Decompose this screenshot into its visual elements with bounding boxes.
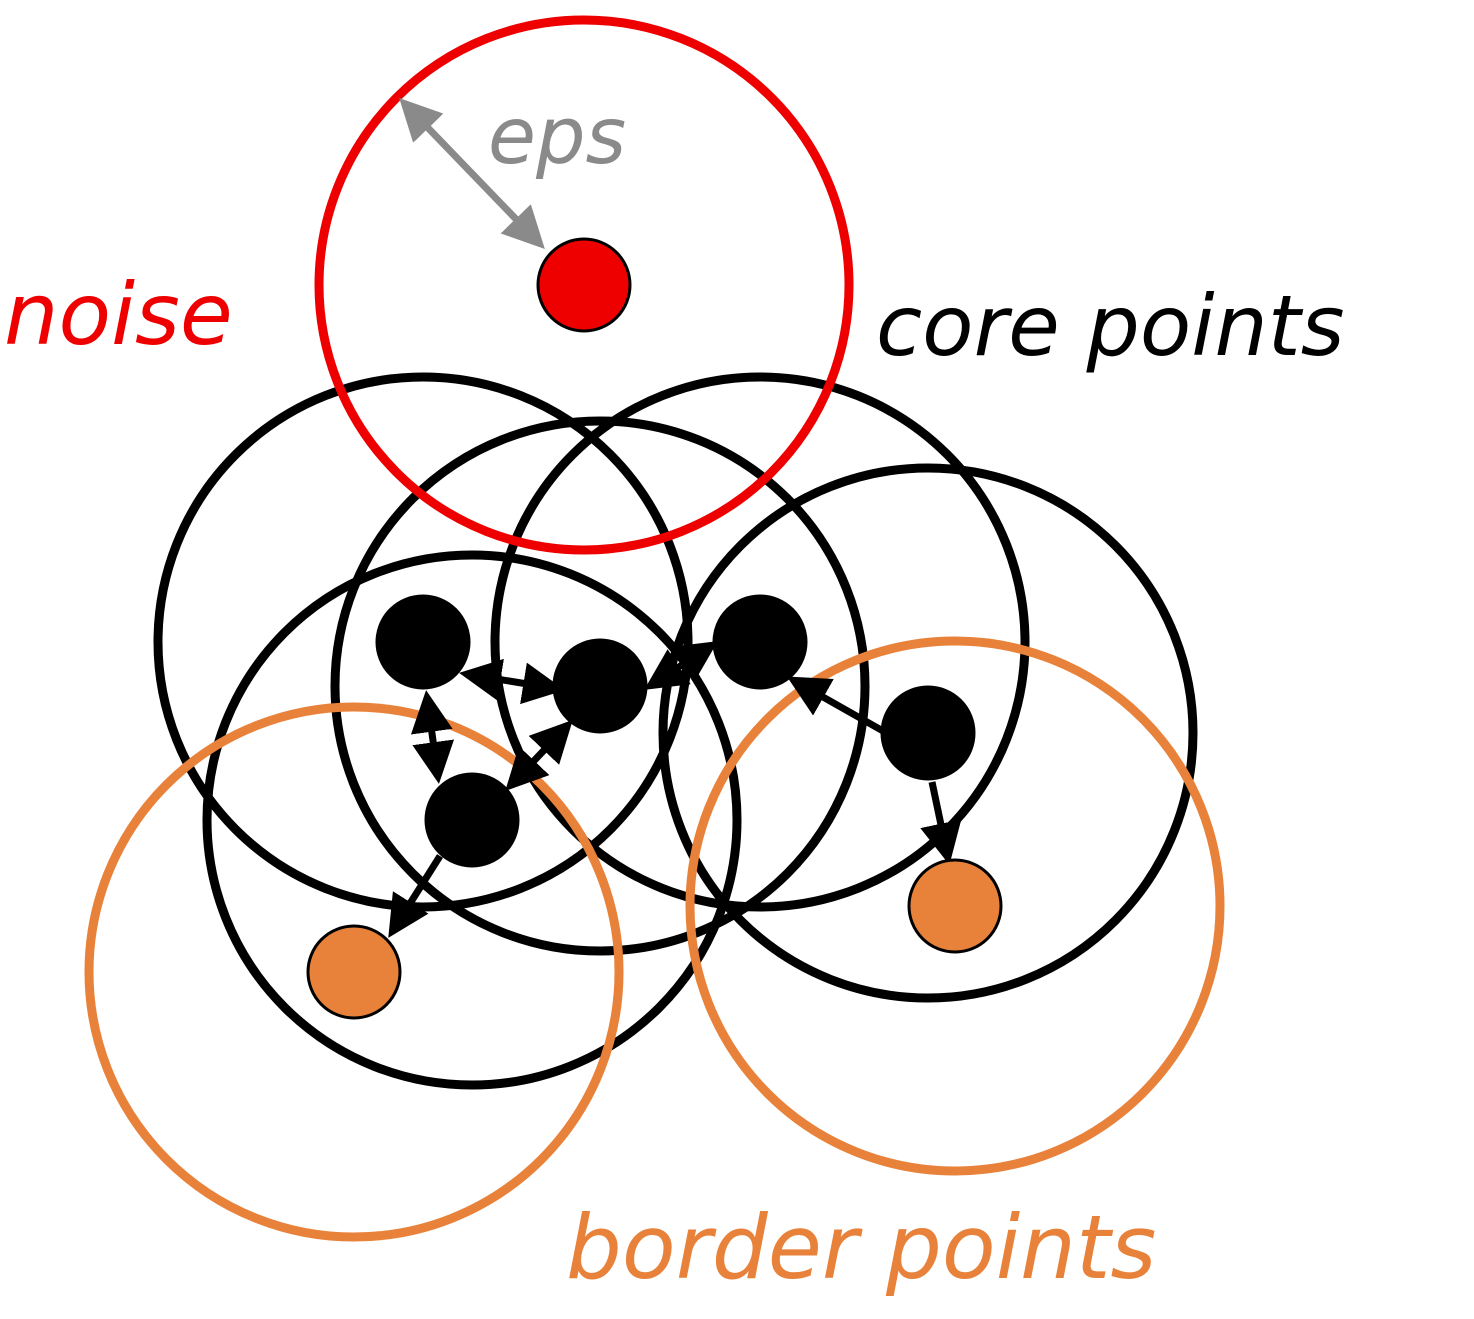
core-circle — [658, 463, 1198, 1003]
noise-point — [536, 237, 632, 333]
arrow-core-5-2 — [505, 719, 573, 792]
border-neighborhoods — [84, 636, 1225, 1242]
arrow-core-4-border — [920, 781, 962, 865]
reachability-arrows — [388, 641, 962, 938]
border-points-label: border points — [566, 1196, 1156, 1299]
core-points-label: core points — [876, 277, 1344, 375]
arrow-core-1-5 — [410, 690, 455, 784]
core-points — [375, 594, 976, 868]
border-points — [306, 858, 1003, 1020]
arrow-core-2-3 — [644, 641, 718, 690]
border-circle — [685, 636, 1225, 1176]
core-circle — [202, 550, 742, 1090]
arrow-core-5-border — [388, 854, 443, 938]
core-point — [424, 772, 520, 868]
noise-circle — [314, 15, 854, 555]
core-point — [375, 594, 471, 690]
border-point — [907, 858, 1003, 954]
border-circle — [84, 702, 624, 1242]
core-circle — [490, 372, 1030, 912]
noise-label: noise — [4, 265, 233, 365]
arrow-core-1-2 — [459, 658, 565, 705]
arrow-core-4-3 — [786, 676, 885, 735]
eps-arrow — [399, 97, 545, 250]
eps-label: eps — [488, 92, 626, 182]
core-point — [552, 638, 648, 734]
border-point — [306, 924, 402, 1020]
core-point — [712, 594, 808, 690]
core-circle — [330, 416, 870, 956]
core-point — [880, 685, 976, 781]
